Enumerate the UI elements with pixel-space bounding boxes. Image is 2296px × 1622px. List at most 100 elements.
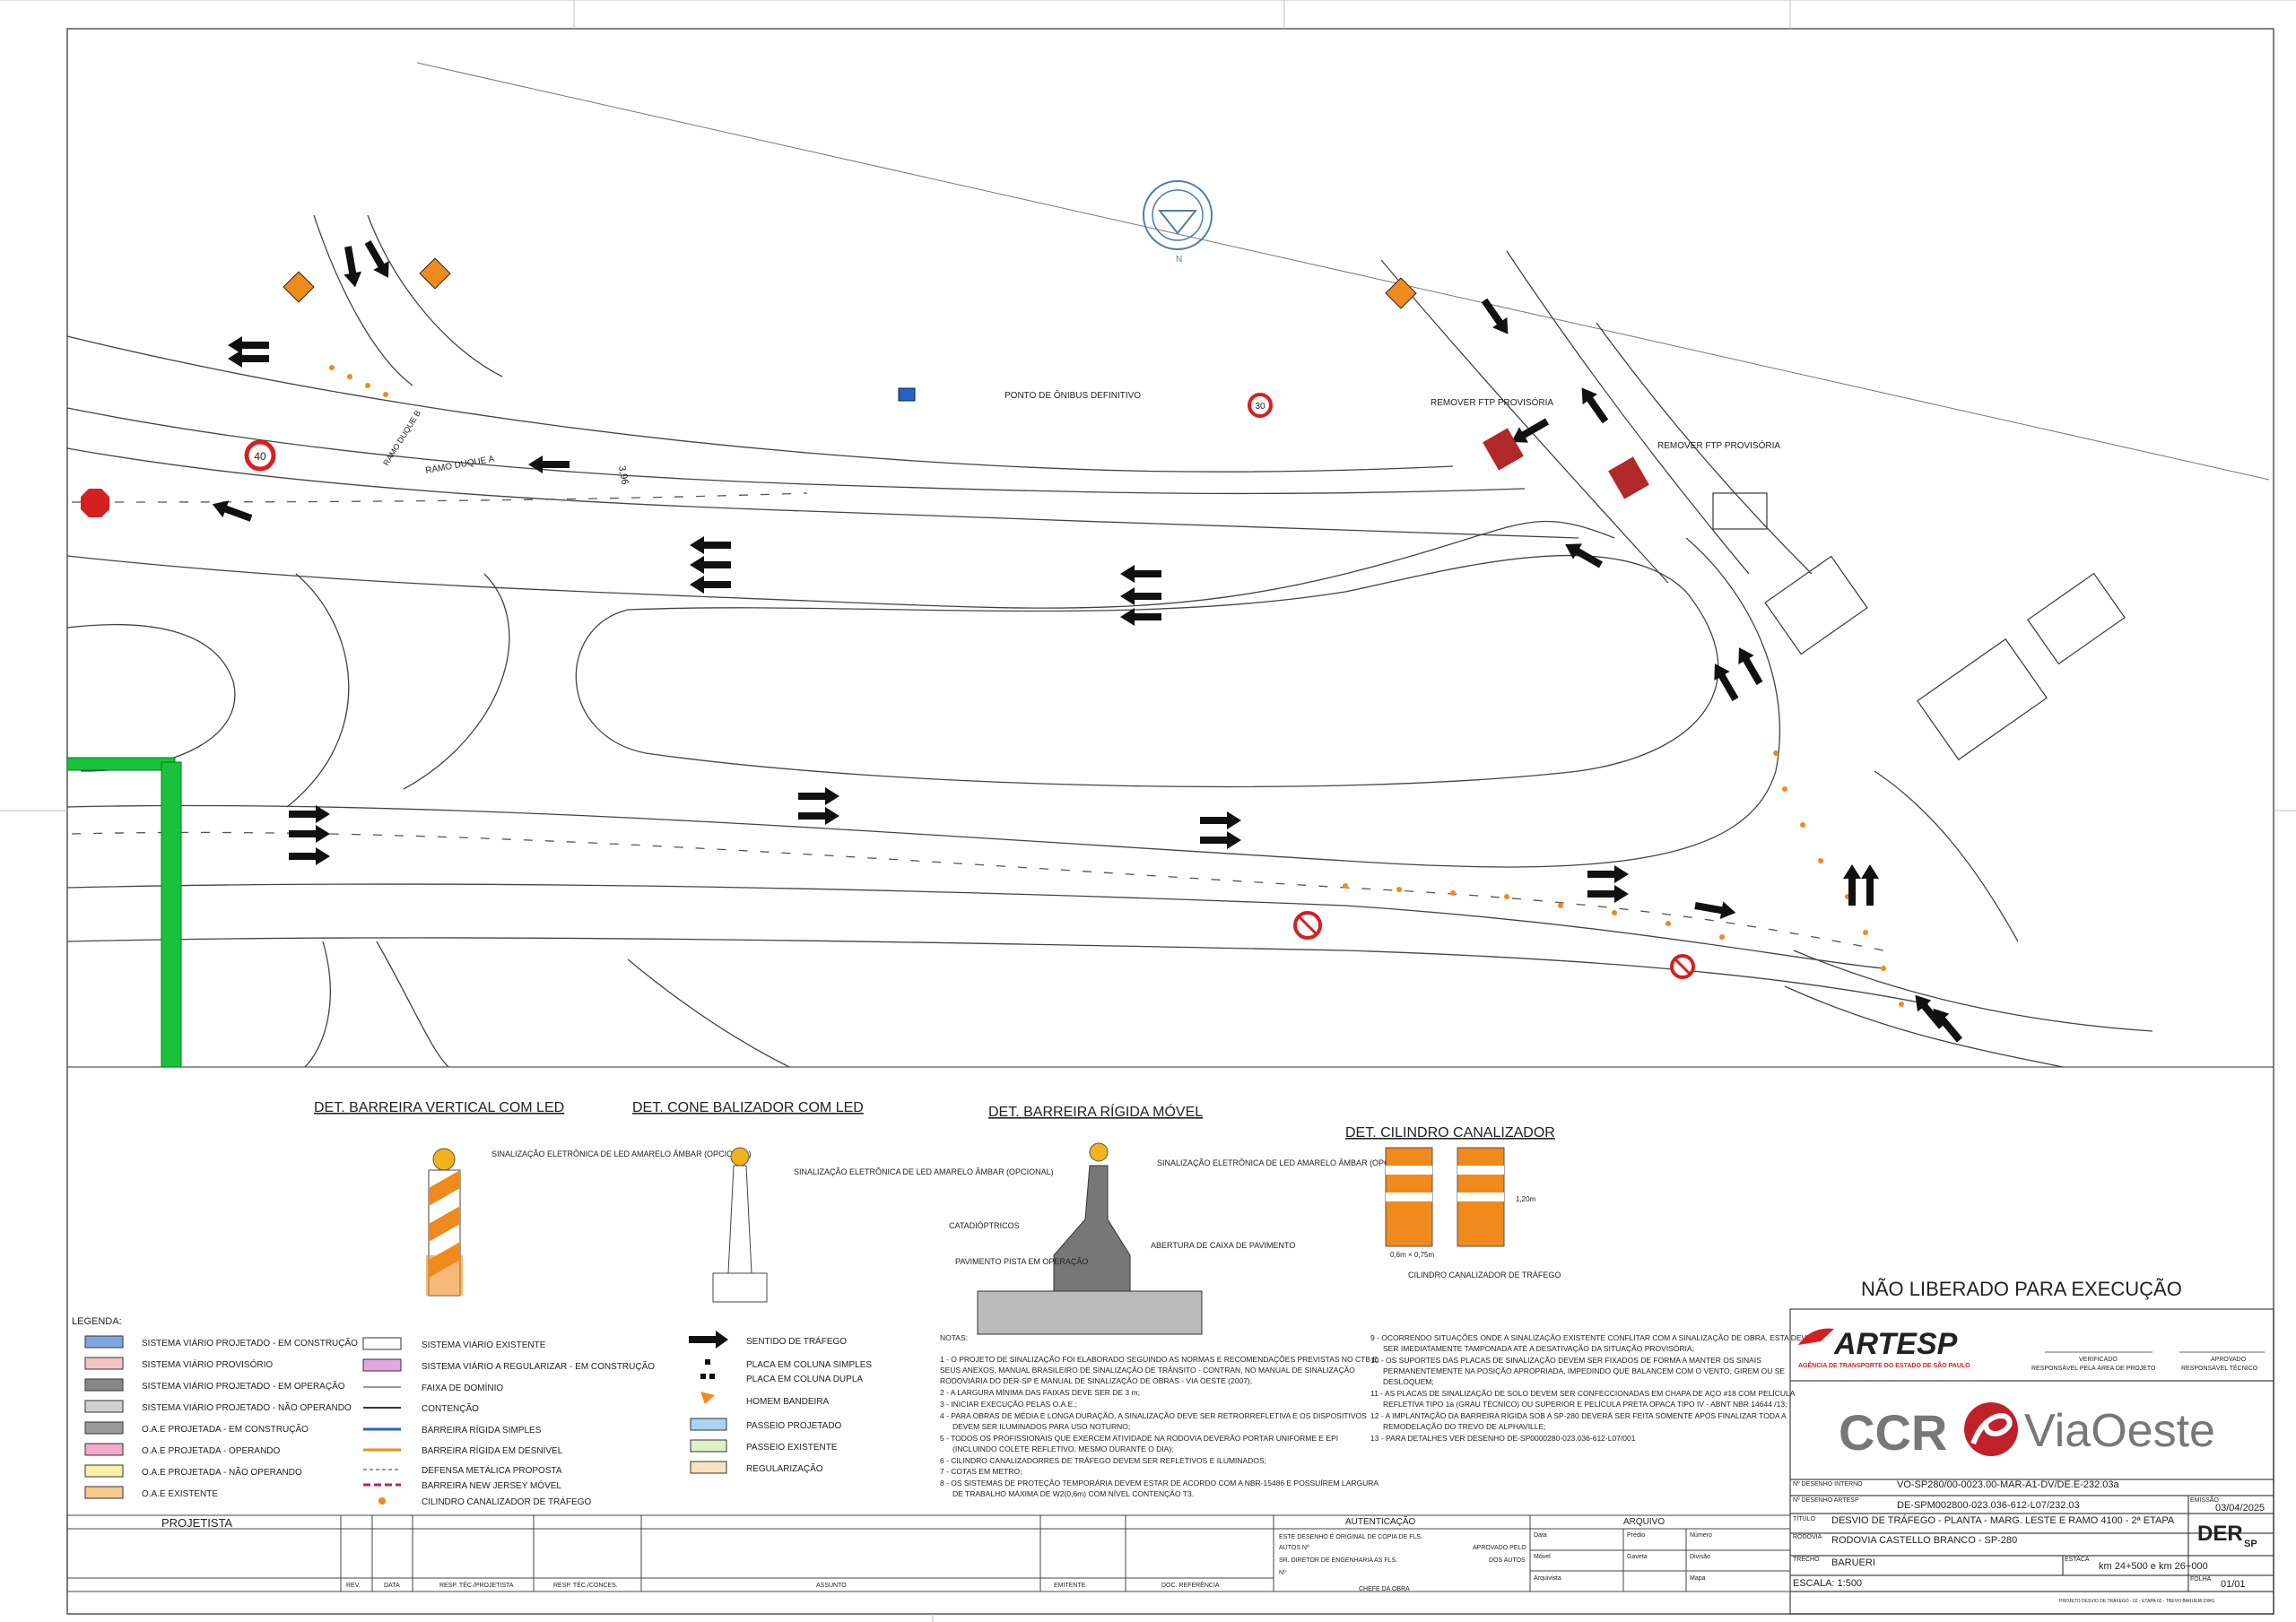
bottom_table-headers-1-text: DATA bbox=[384, 1583, 400, 1589]
path-shape bbox=[1843, 864, 1861, 906]
path-shape bbox=[700, 1392, 715, 1404]
legend-col1-5-label-text: O.A.E PROJETADA - OPERANDO bbox=[142, 1446, 281, 1456]
bottom_table-arq_cells-3-text: Móvel bbox=[1534, 1554, 1551, 1560]
bus-stop-sign bbox=[898, 387, 916, 402]
rect-shape bbox=[84, 1486, 124, 1499]
circle-shape bbox=[1773, 750, 1779, 756]
g-shape: VO-SP280/00-0023.00-MAR-A1-DV/DE.E-232.0… bbox=[1793, 1479, 2265, 1590]
legend-col3-4-label-text: PASSEIO PROJETADO bbox=[746, 1421, 842, 1431]
rect-shape bbox=[161, 761, 182, 1068]
legend-col2-1-label-text: SISTEMA VIÁRIO A REGULARIZAR - EM CONSTR… bbox=[422, 1360, 655, 1372]
g-shape bbox=[212, 500, 253, 522]
details-barreira_rigida-catadioptricos-text: CATADIÓPTRICOS bbox=[949, 1221, 1020, 1230]
titleblock-estaca_label-text: ESTACA bbox=[2065, 1557, 2090, 1563]
circle-shape bbox=[1665, 921, 1671, 926]
circle-shape bbox=[1504, 894, 1509, 899]
notes-left-5-text: 4 - PARA OBRAS DE MÉDIA E LONGA DURAÇÃO,… bbox=[940, 1411, 1367, 1420]
g-shape bbox=[690, 556, 731, 574]
circle-shape bbox=[1612, 910, 1617, 915]
details-barreira_rigida-pavimento-text: PAVIMENTO PISTA EM OPERAÇÃO bbox=[955, 1257, 1088, 1266]
remover-ftp-label-1: REMOVER FTP PROVISÓRIA bbox=[1431, 396, 1553, 408]
path-shape bbox=[1565, 543, 1603, 568]
notes-left-8-text: (INCLUINDO COLETE REFLETIVO, MESMO DURAN… bbox=[952, 1444, 1174, 1453]
path-shape bbox=[528, 455, 570, 473]
notes-left-4-text: 3 - INICIAR EXECUÇÃO PELAS O.A.E.; bbox=[940, 1400, 1077, 1409]
path-shape bbox=[1380, 259, 1669, 584]
notes-left-10-text: 7 - COTAS EM METRO; bbox=[940, 1467, 1022, 1476]
path-shape bbox=[429, 1170, 460, 1278]
path-shape bbox=[1784, 985, 2064, 1068]
bottom_table-arq_cells-1-text: Prédio bbox=[1627, 1532, 1645, 1539]
path-shape bbox=[1581, 387, 1609, 424]
projetista-label: PROJETISTA bbox=[161, 1516, 233, 1530]
path-shape bbox=[212, 500, 253, 522]
legend-col3-3-label-text: HOMEM BANDEIRA bbox=[746, 1397, 830, 1407]
titleblock-footer-text: PROJETO DESVIO DE TRÁFEGO - 02 - ETAPA 0… bbox=[2059, 1598, 2214, 1604]
notes-left-7-text: 5 - TODOS OS PROFISSIONAIS QUE EXERCEM A… bbox=[940, 1434, 1338, 1443]
titleblock-trecho-text: BARUERI bbox=[1831, 1557, 1875, 1568]
notes-right-5-text: 11 - AS PLACAS DE SINALIZAÇÃO DE SOLO DE… bbox=[1370, 1389, 1796, 1398]
notes-left-6-text: DEVEM SER ILUMINADOS PARA USO NOTURNO; bbox=[952, 1422, 1130, 1431]
path-shape bbox=[367, 214, 503, 377]
path-shape bbox=[1511, 418, 1549, 443]
bus-stop-label: PONTO DE ÔNIBUS DEFINITIVO bbox=[1004, 389, 1141, 401]
g-shape bbox=[1565, 543, 1603, 568]
circle-shape bbox=[1248, 393, 1273, 418]
path-shape bbox=[1587, 885, 1629, 903]
titleblock-estaca-text: km 24+500 e km 26+000 bbox=[2099, 1561, 2208, 1572]
titleblock-escala-text: ESCALA: 1:500 bbox=[1793, 1578, 1862, 1589]
warning-sign-1 bbox=[283, 271, 315, 303]
legend-col1-1-label-text: SISTEMA VIÁRIO PROVISÓRIO bbox=[142, 1358, 273, 1370]
path-shape bbox=[575, 554, 1719, 788]
rect-shape bbox=[84, 1378, 124, 1392]
circle-shape bbox=[347, 374, 352, 379]
status-title: NÃO LIBERADO PARA EXECUÇÃO bbox=[1861, 1278, 2182, 1300]
rect-shape bbox=[1608, 456, 1649, 499]
path-shape bbox=[727, 1165, 752, 1274]
path-shape bbox=[228, 350, 269, 368]
prohibition-sign-2 bbox=[1670, 954, 1695, 979]
legend-col2-0-label-text: SISTEMA VIÁRIO EXISTENTE bbox=[422, 1339, 546, 1350]
rect-shape bbox=[84, 1421, 124, 1435]
details-cilindro-dim2-text: 1,20m bbox=[1516, 1195, 1536, 1203]
rect-shape bbox=[690, 1461, 727, 1474]
bottom_table-arq_cells-4-text: Gaveta bbox=[1627, 1554, 1648, 1560]
circle-shape bbox=[1881, 966, 1886, 971]
rect-shape bbox=[1386, 1166, 1432, 1175]
details-cone_balizador-note-text: SINALIZAÇÃO ELETRÔNICA DE LED AMARELO ÂM… bbox=[794, 1167, 1054, 1176]
bottom_table-headers-3-text: RESP. TÉC./CONCES. bbox=[553, 1581, 618, 1589]
g-shape bbox=[1200, 831, 1241, 849]
legend-col3-6-label-text: REGULARIZAÇÃO bbox=[746, 1462, 823, 1474]
polygon-shape bbox=[81, 489, 109, 517]
rect-shape bbox=[1764, 555, 1868, 655]
g-shape bbox=[1120, 587, 1161, 605]
g-shape bbox=[289, 847, 330, 865]
notes-left-2-text: RODOVIÁRIA DO DER-SP E MANUAL DE SINALIZ… bbox=[940, 1376, 1252, 1385]
remover-ftp-label-2: REMOVER FTP PROVISÓRIA bbox=[1657, 439, 1780, 451]
path-shape bbox=[304, 941, 331, 1068]
notes-left-11-text: 8 - OS SISTEMAS DE PROTEÇÃO TEMPORÁRIA D… bbox=[940, 1479, 1378, 1488]
rect-shape bbox=[66, 757, 176, 771]
detail-barreira-rigida: DET. BARREIRA RÍGIDA MÓVEL SINALIZAÇÃO E… bbox=[949, 1103, 1417, 1335]
legend-col2-7-label-text: BARREIRA NEW JERSEY MÓVEL bbox=[422, 1479, 561, 1491]
artesp-logo: ARTESP AGÊNCIA DE TRANSPORTE DO ESTADO D… bbox=[1798, 1327, 1970, 1369]
details-cilindro-caption-text: CILINDRO CANALIZADOR DE TRÁFEGO bbox=[1408, 1271, 1561, 1279]
rect-shape bbox=[1457, 1193, 1504, 1201]
path-shape bbox=[1874, 770, 2019, 942]
g-shape bbox=[1587, 885, 1629, 903]
bottom_table-arquivo-text: ARQUIVO bbox=[1623, 1517, 1665, 1527]
details-cone_balizador-title-text: DET. CONE BALIZADOR COM LED bbox=[632, 1100, 864, 1115]
path-shape bbox=[286, 573, 350, 808]
path-shape bbox=[1506, 250, 1750, 575]
legend-col1-2-label-text: SISTEMA VIÁRIO PROJETADO - EM OPERAÇÃO bbox=[142, 1380, 345, 1392]
path-shape bbox=[798, 807, 839, 825]
line-shape bbox=[1297, 915, 1318, 936]
title-block bbox=[1789, 1308, 2274, 1615]
path-shape bbox=[1694, 901, 1736, 920]
path-shape bbox=[228, 336, 269, 354]
circle-shape bbox=[1800, 822, 1805, 828]
circle-shape bbox=[1558, 903, 1563, 908]
path-shape bbox=[403, 573, 510, 790]
circle-shape bbox=[730, 1147, 750, 1167]
